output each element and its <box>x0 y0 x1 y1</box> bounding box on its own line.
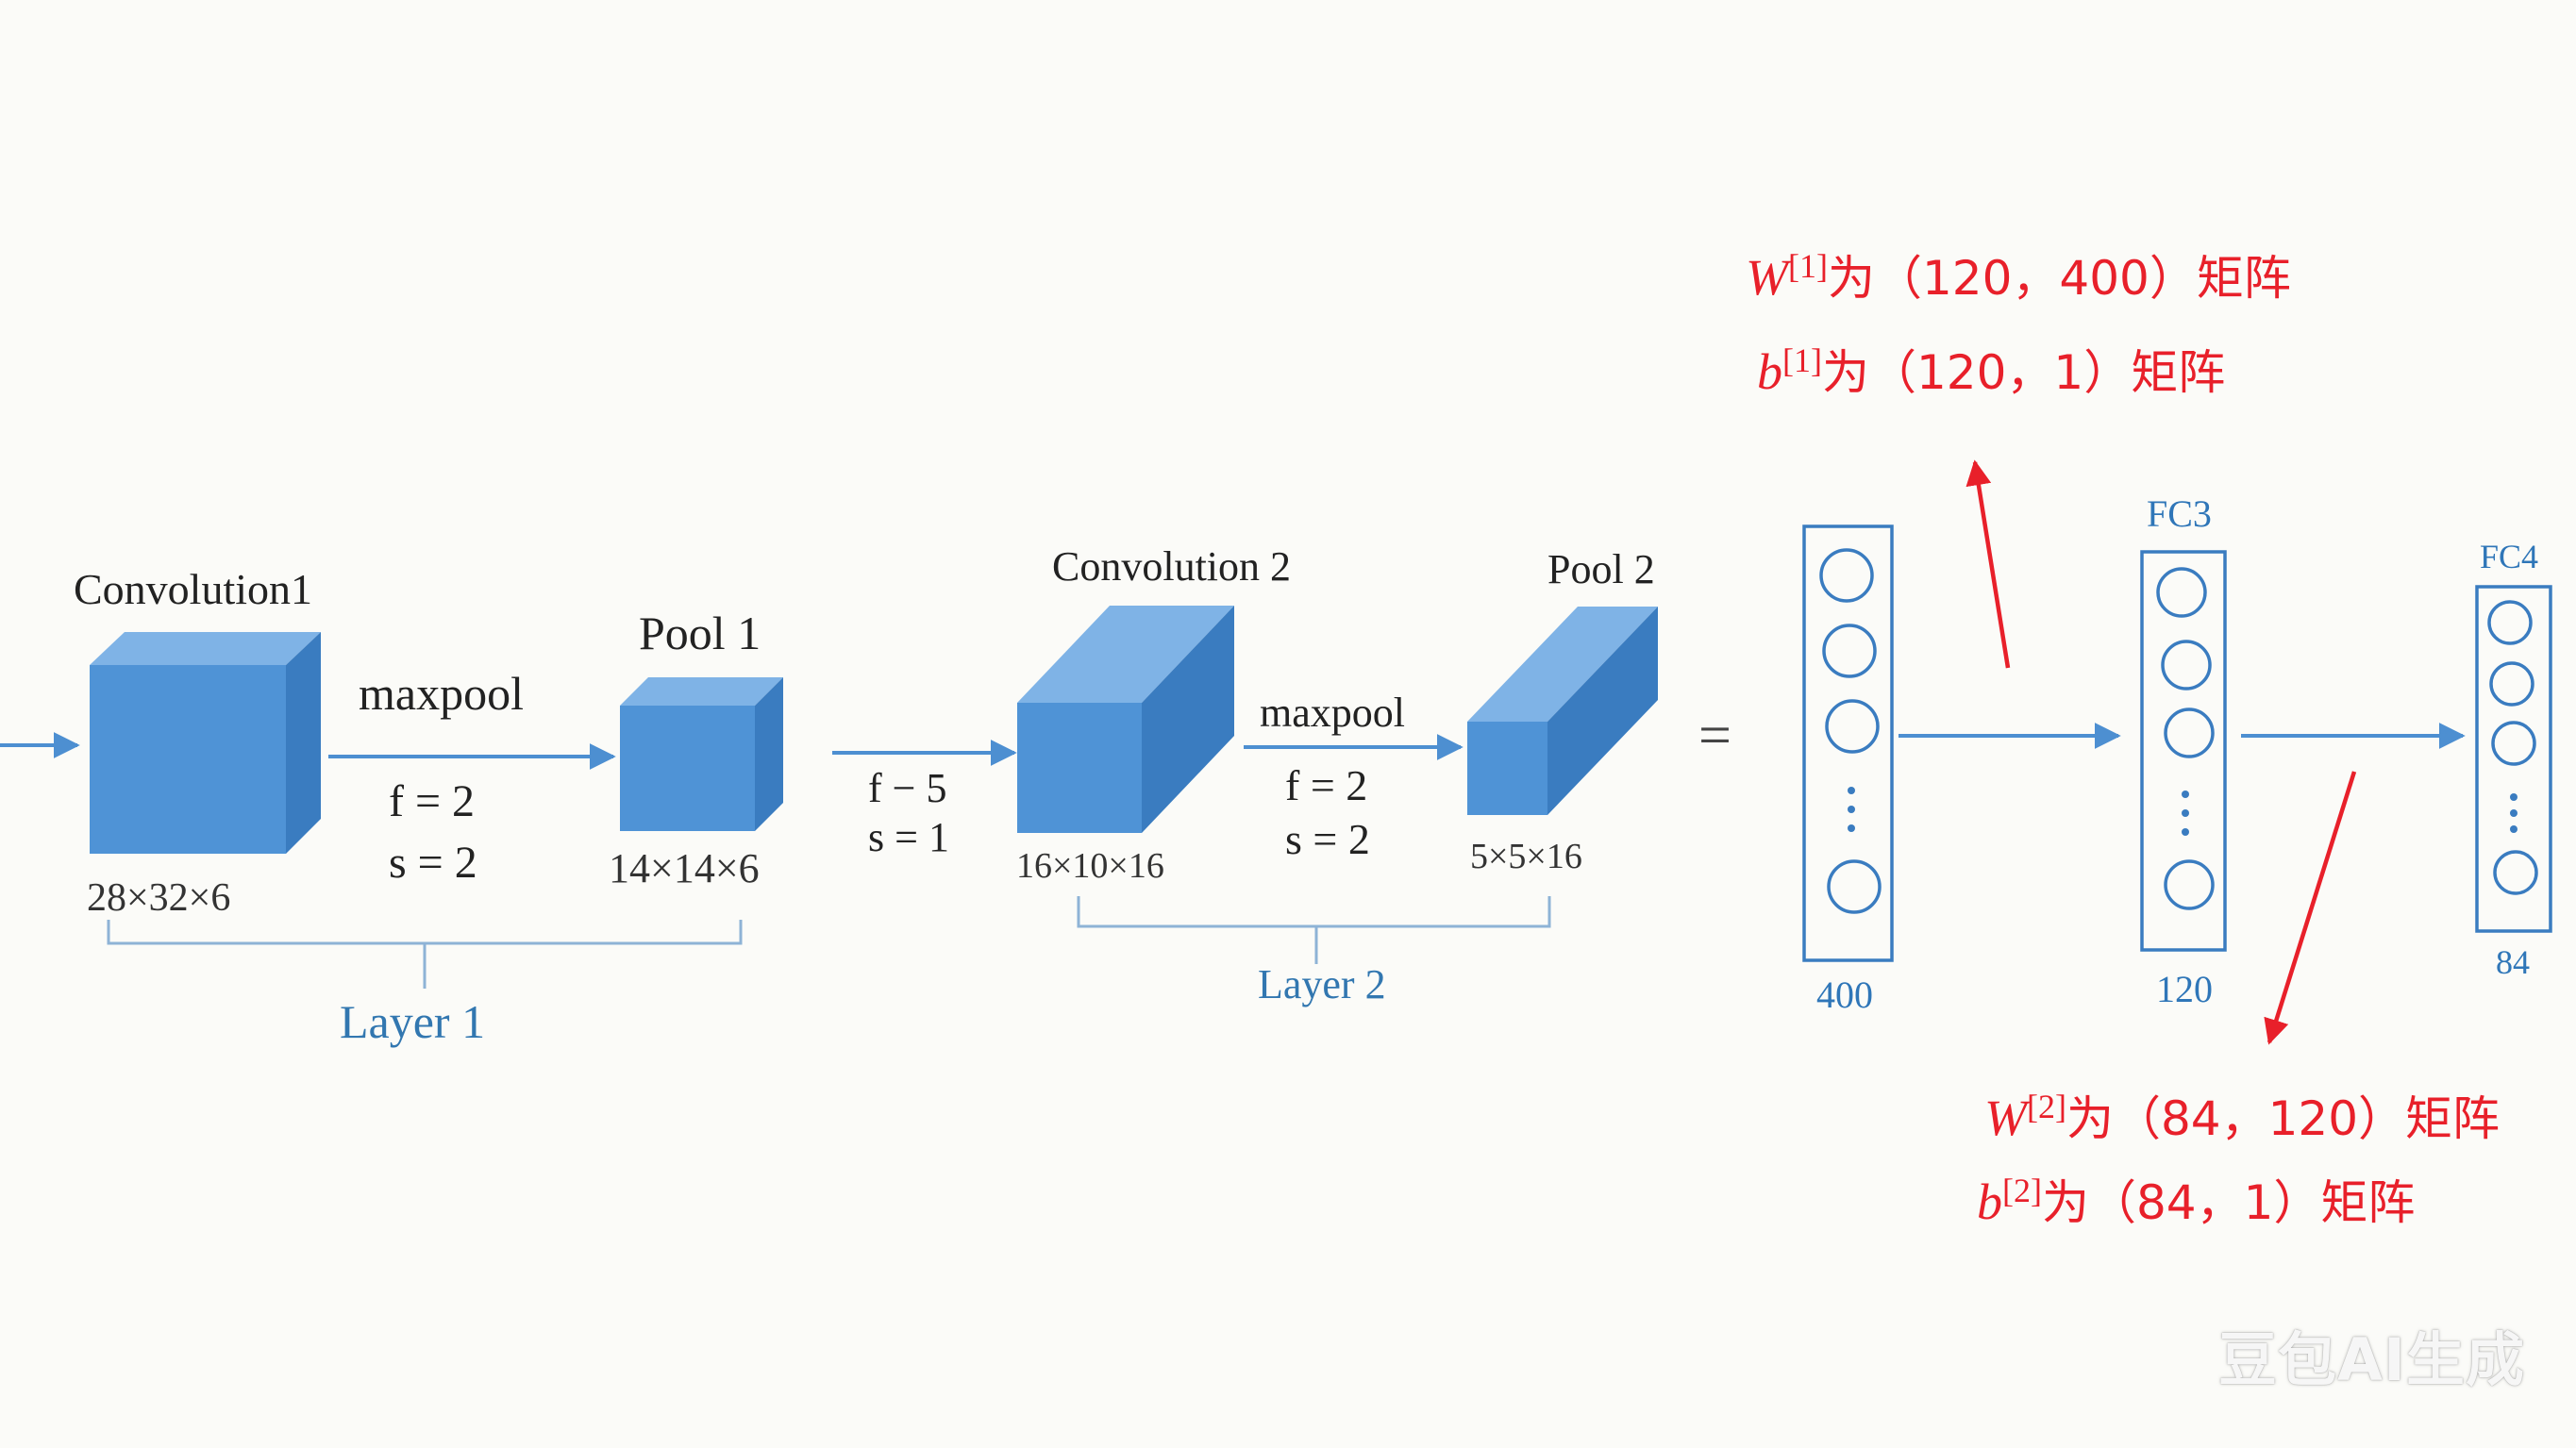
fc3-column <box>2140 550 2227 952</box>
w1-var: W <box>1746 249 1793 306</box>
b1-sup: [1] <box>1782 341 1822 379</box>
neuron <box>2489 661 2534 707</box>
w2-sup: [2] <box>2027 1088 2066 1125</box>
equals-sign: = <box>1698 704 1731 768</box>
maxpool2-s: s = 2 <box>1285 815 1370 863</box>
w1-pointer-arrow <box>1965 459 2011 669</box>
pool2-title: Pool 2 <box>1547 546 1655 592</box>
b2-sup: [2] <box>2002 1172 2042 1209</box>
layer2-bracket <box>1077 896 1551 964</box>
w1-annotation: W[1]为（120，400）矩阵 <box>1746 247 2291 306</box>
w2-var: W <box>1984 1090 2032 1146</box>
neuron <box>2164 707 2215 758</box>
fc3-count: 120 <box>2156 968 2213 1010</box>
conv2-dims: 16×10×16 <box>1016 846 1164 886</box>
maxpool2-f: f = 2 <box>1285 761 1367 809</box>
layer1-bracket <box>107 920 743 989</box>
conv2-s: s = 1 <box>868 814 949 860</box>
input-400-count: 400 <box>1816 974 1873 1016</box>
fc4-title: FC4 <box>2480 538 2538 575</box>
w1-text: 为（120，400）矩阵 <box>1828 251 2291 306</box>
neuron <box>2156 567 2207 618</box>
maxpool1-label: maxpool <box>359 667 524 720</box>
layer1-label: Layer 1 <box>340 995 485 1048</box>
pool1-title: Pool 1 <box>639 607 761 659</box>
w1-sup: [1] <box>1788 247 1828 285</box>
conv2-f: f − 5 <box>868 765 946 811</box>
maxpool1-s: s = 2 <box>389 838 477 888</box>
fc4-count: 84 <box>2496 943 2530 981</box>
b2-var: b <box>1977 1173 2002 1230</box>
neuron <box>2164 859 2215 910</box>
fc3-title: FC3 <box>2147 492 2212 535</box>
b1-text: 为（120，1）矩阵 <box>1822 345 2225 400</box>
input-400-column <box>1802 524 1894 962</box>
conv2-title: Convolution 2 <box>1052 543 1291 590</box>
neuron <box>1822 624 1877 678</box>
conv1-cube <box>90 632 321 854</box>
w2-annotation: W[2]为（84，120）矩阵 <box>1984 1088 2500 1146</box>
b1-var: b <box>1757 343 1782 400</box>
b1-annotation: b[1]为（120，1）矩阵 <box>1757 341 2225 400</box>
conv1-title: Convolution1 <box>74 565 312 613</box>
b2-annotation: b[2]为（84，1）矩阵 <box>1977 1172 2415 1230</box>
neuron <box>1825 699 1880 754</box>
neuron <box>2491 721 2536 766</box>
neuron <box>2493 850 2538 895</box>
w2-text: 为（84，120）矩阵 <box>2066 1091 2500 1146</box>
b2-text: 为（84，1）矩阵 <box>2042 1175 2415 1230</box>
maxpool2-label: maxpool <box>1260 690 1405 736</box>
conv2-prism <box>1017 606 1234 833</box>
pool2-prism <box>1467 607 1658 815</box>
pool1-cube <box>620 677 783 831</box>
pool2-dims: 5×5×16 <box>1470 837 1582 876</box>
pool1-dims: 14×14×6 <box>609 845 760 891</box>
neuron <box>1827 859 1882 914</box>
neuron <box>2487 600 2533 645</box>
watermark: 豆包AI生成 <box>2217 1325 2525 1394</box>
neuron <box>1819 548 1874 603</box>
conv1-dims: 28×32×6 <box>87 876 230 920</box>
fc4-column <box>2475 585 2552 933</box>
neuron <box>2161 640 2212 691</box>
w2-pointer-arrow <box>2264 771 2357 1045</box>
maxpool1-f: f = 2 <box>389 776 475 826</box>
layer2-label: Layer 2 <box>1258 961 1386 1007</box>
